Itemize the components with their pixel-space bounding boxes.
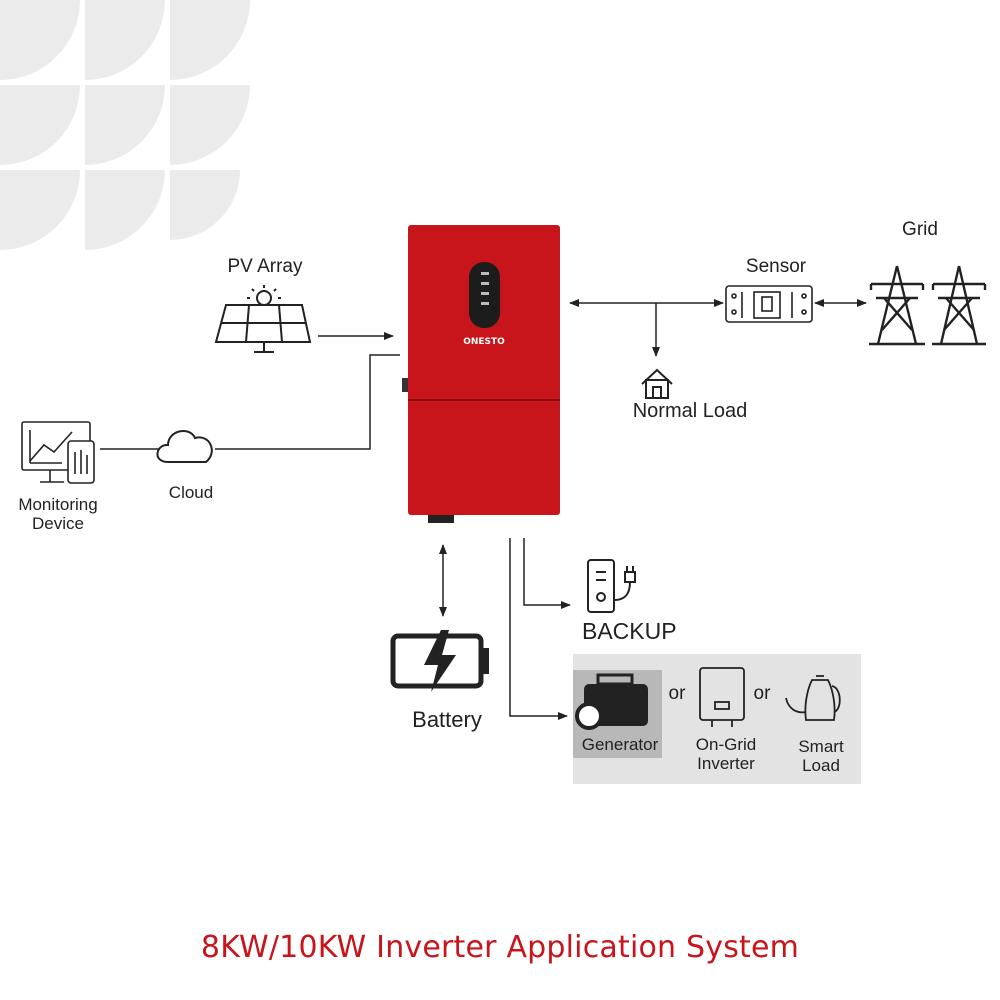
battery-icon: [390, 630, 489, 692]
energy-meter-icon: [725, 285, 813, 323]
pv-array-label: PV Array: [227, 256, 303, 277]
sensor-label: Sensor: [745, 256, 807, 277]
cloud-label: Cloud: [168, 483, 214, 502]
transmission-tower-icon: [869, 265, 987, 346]
generator-arrow: [509, 538, 568, 720]
or-label-2: or: [753, 683, 771, 704]
normal-load-label: Normal Load: [632, 400, 748, 422]
inverter-unit: ONESTO: [402, 225, 560, 523]
decorative-pattern: [0, 0, 250, 250]
backup-arrow: [523, 538, 571, 609]
on-grid-inverter-icon: [699, 667, 745, 727]
or-label-1: or: [668, 683, 686, 704]
power-socket-icon: [587, 559, 636, 613]
inverter-brand: ONESTO: [463, 337, 505, 347]
grid-label: Grid: [902, 219, 938, 240]
kettle-icon: [785, 675, 841, 721]
solar-panel-icon: [214, 285, 312, 353]
monitoring-device-label: Monitoring Device: [18, 495, 98, 533]
generator-label: Generator: [581, 735, 659, 754]
battery-label: Battery: [412, 707, 482, 732]
house-icon: [641, 368, 673, 399]
connection-lines: [100, 299, 867, 720]
cloud-to-inverter-line: [215, 354, 400, 450]
monitor-icon: [21, 421, 95, 484]
page-caption: 8KW/10KW Inverter Application System: [200, 930, 800, 965]
generator-icon: [575, 673, 648, 730]
smart-load-label: Smart Load: [798, 737, 844, 775]
cloud-icon: [156, 429, 213, 463]
backup-label: BACKUP: [582, 618, 677, 644]
on-grid-inverter-label: On-Grid Inverter: [695, 735, 757, 773]
